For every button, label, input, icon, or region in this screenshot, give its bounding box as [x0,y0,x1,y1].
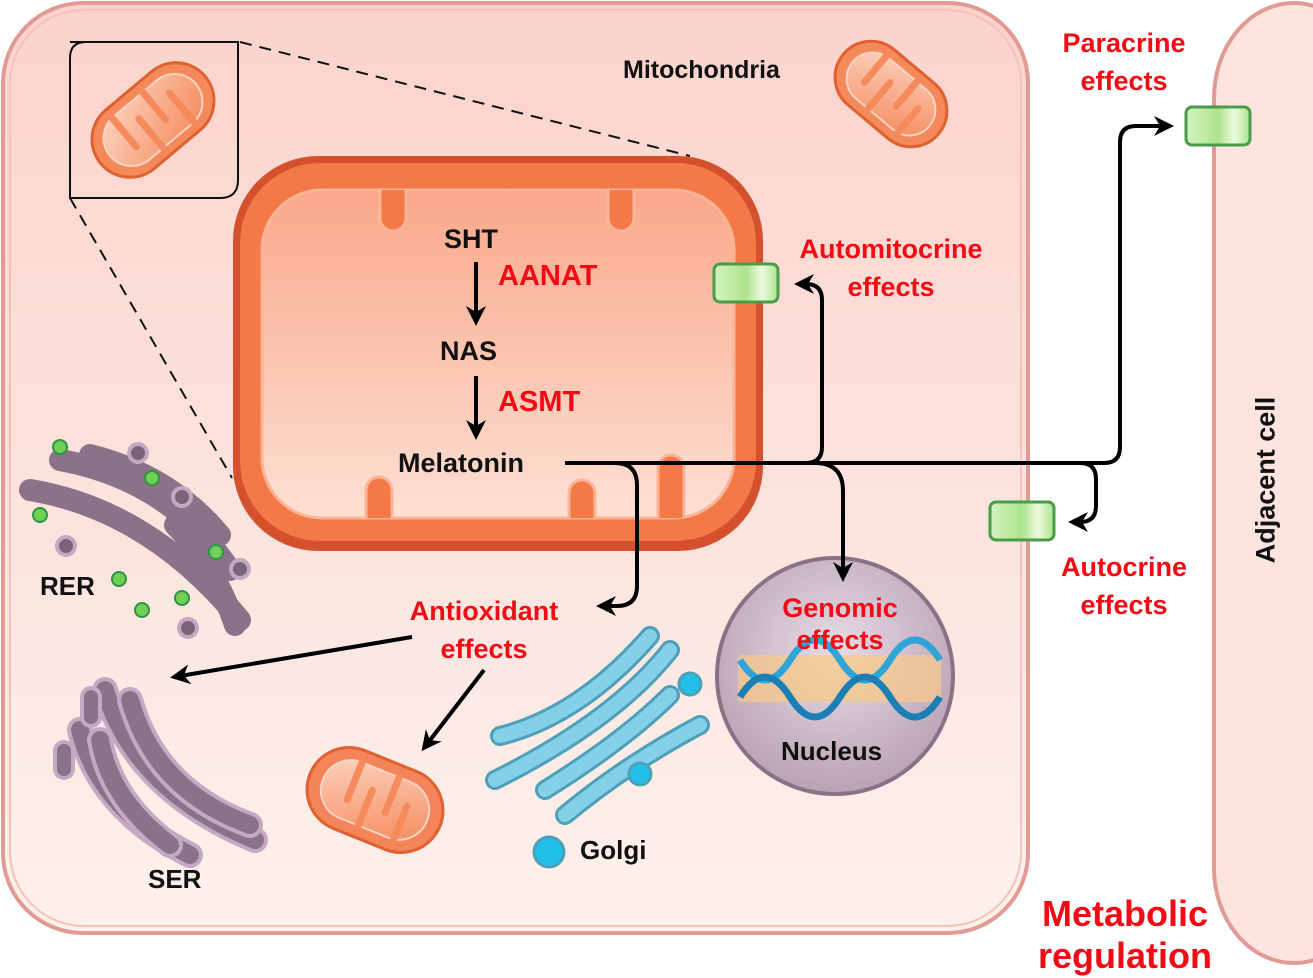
enzyme-aanat: AANAT [498,260,598,292]
genomic-label: Genomic effects [760,592,920,656]
paracrine-receptor [1184,105,1252,147]
paracrine-label: Paracrine effects [1040,24,1208,100]
autocrine-label: Autocrine effects [1040,548,1208,624]
enzyme-asmt: ASMT [498,386,581,418]
paracrine-label-line1: Paracrine [1062,28,1186,58]
adjacent-cell-label: Adjacent cell [1250,396,1281,564]
pathway-step-melatonin: Melatonin [398,448,524,478]
autocrine-label-line1: Autocrine [1060,552,1187,582]
paracrine-label-line2: effects [1080,66,1168,96]
large-mitochondrion [233,156,763,551]
arrow-to-genomic [814,461,853,582]
genomic-label-line1: Genomic [782,593,898,623]
adjacent-cell [1212,1,1313,965]
rer-label: RER [40,571,95,601]
metabolic-label-line2: regulation [1037,935,1212,976]
metabolic-label-line1: Metabolic [1041,893,1209,934]
antioxidant-label-line2: effects [440,634,528,664]
mitochondrion-bottom [305,746,445,854]
inset-box [69,41,239,199]
mitochondria-label: Mitochondria [623,56,780,84]
golgi [485,626,710,869]
golgi-label: Golgi [580,835,647,865]
antioxidant-label-line1: Antioxidant [409,596,559,626]
inset-mitochondrion [90,61,216,179]
arrow-to-paracrine [565,116,1174,465]
autocrine-receptor [988,500,1056,542]
dna-helix-icon [737,636,943,721]
rer [19,439,251,639]
nucleus-label: Nucleus [781,736,883,766]
arrow-to-antioxidant [596,461,639,616]
automitocrine-label-line2: effects [847,272,935,302]
antioxidant-label: Antioxidant effects [384,592,584,668]
metabolic-regulation-label: Metabolic regulation [1020,893,1230,977]
pathway-step-sht: SHT [444,224,498,254]
automitocrine-label-line1: Automitocrine [799,234,983,264]
genomic-label-line2: effects [796,625,884,655]
ser [53,677,268,868]
automitocrine-receptor [712,262,780,304]
arrow-antioxidant-to-ser [170,635,413,685]
arrow-antioxidant-to-mitochondrion [421,668,486,752]
automitocrine-label: Automitocrine effects [778,230,1004,306]
autocrine-label-line2: effects [1080,590,1168,620]
pathway-step-nas: NAS [440,336,498,366]
mitochondrion-top [833,39,949,149]
arrow-to-autocrine [1068,461,1098,532]
ser-label: SER [148,864,202,894]
